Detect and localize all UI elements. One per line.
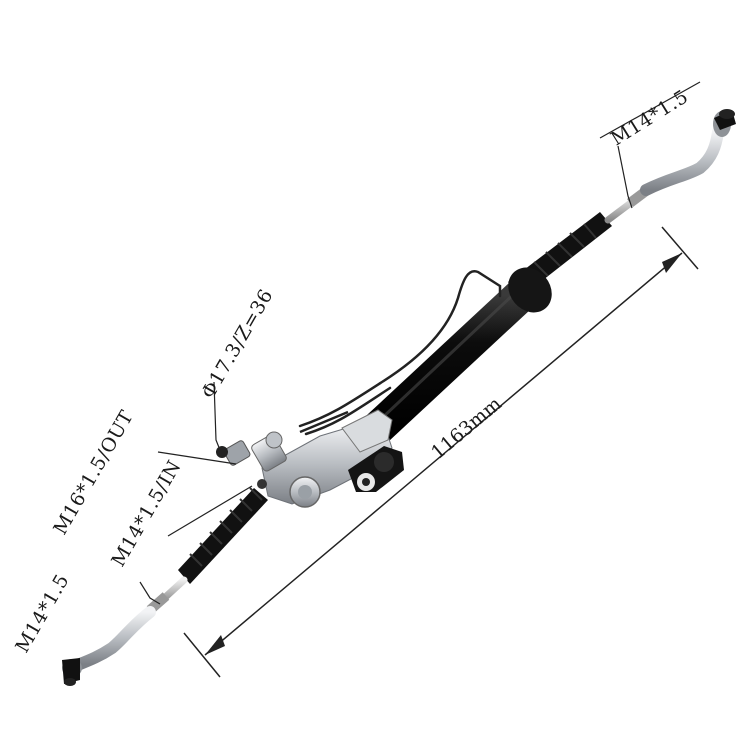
right-tie-end-thread-label: M14*1.5 (607, 86, 692, 151)
mount-bushing (348, 446, 404, 492)
port-in-label: M14*1.5/IN (107, 457, 185, 571)
overall-length-label: 1163mm (427, 393, 506, 464)
right-boot (508, 212, 612, 313)
left-boot (178, 487, 268, 584)
left-tie-rod (62, 576, 188, 686)
left-tie-end-thread-label: M14*1.5 (11, 570, 73, 656)
right-tie-rod (604, 109, 736, 224)
hydraulic-pipe (298, 270, 502, 436)
rack-tube (361, 279, 537, 445)
length-dimension (183, 226, 699, 678)
leader-lines (139, 81, 701, 605)
pinion-spec-label: Φ17.3/Z=36 (197, 285, 277, 402)
port-out-label: M16*1.5/OUT (49, 407, 138, 539)
